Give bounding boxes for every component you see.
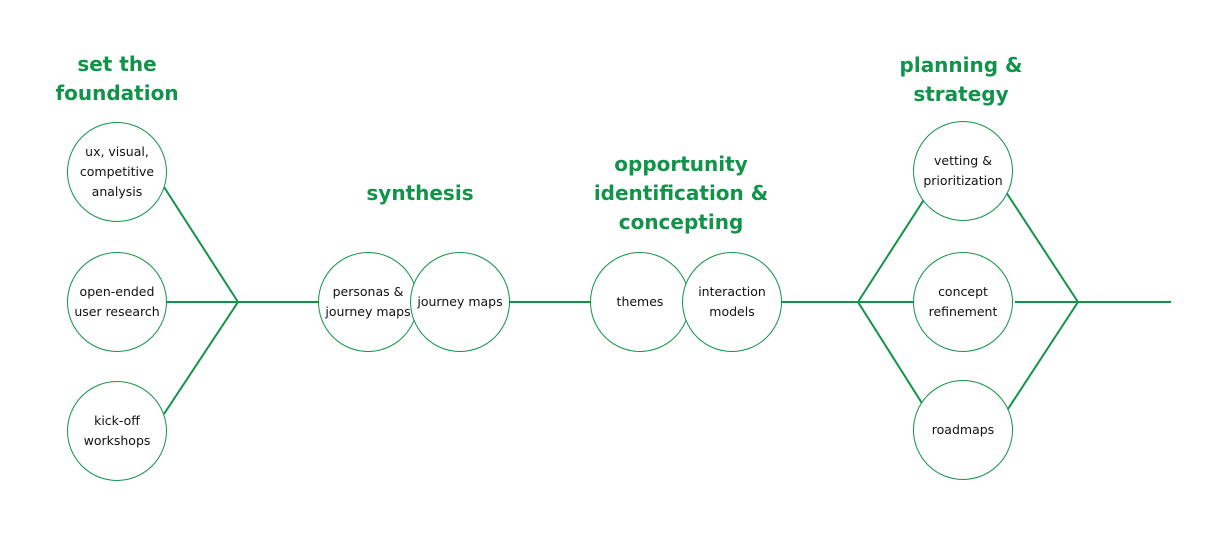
activity-node-personas: personas & journey maps bbox=[318, 252, 418, 352]
activity-node-interaction-models: interaction models bbox=[682, 252, 782, 352]
activity-label: vetting & prioritization bbox=[923, 153, 1003, 188]
activity-label: roadmaps bbox=[931, 422, 995, 437]
activity-label: themes bbox=[616, 294, 664, 309]
activity-node-themes: themes bbox=[590, 252, 690, 352]
activity-node-user-research: open-ended user research bbox=[67, 252, 167, 352]
activity-label: kick-off workshops bbox=[83, 413, 151, 448]
activity-label: personas & journey maps bbox=[325, 284, 411, 319]
activity-label: open-ended user research bbox=[74, 284, 160, 319]
phase-heading-opportunity: opportunity identification & concepting bbox=[593, 152, 769, 234]
branch-line-vetting-out bbox=[1005, 191, 1079, 303]
activity-node-kickoff-workshops: kick-off workshops bbox=[67, 381, 167, 481]
activity-label: interaction models bbox=[698, 284, 766, 319]
phase-heading-foundation: set the foundation bbox=[55, 52, 179, 105]
activity-node-journey-maps: journey maps bbox=[410, 252, 510, 352]
branch-line-workshops bbox=[163, 301, 239, 415]
branch-line-roadmaps-out bbox=[1007, 301, 1079, 410]
branch-line-roadmaps-in bbox=[857, 301, 926, 409]
phase-heading-synthesis: synthesis bbox=[366, 181, 474, 205]
activity-node-competitive-analysis: ux, visual, competitive analysis bbox=[67, 122, 167, 222]
branch-line-research bbox=[163, 186, 239, 303]
activity-label: concept refinement bbox=[928, 284, 998, 319]
activity-node-concept-refinement: concept refinement bbox=[913, 252, 1013, 352]
activity-label: journey maps bbox=[417, 294, 503, 309]
activity-node-vetting: vetting & prioritization bbox=[913, 121, 1013, 221]
activity-node-roadmaps: roadmaps bbox=[913, 380, 1013, 480]
activity-label: ux, visual, competitive analysis bbox=[79, 144, 155, 199]
phase-heading-planning: planning & strategy bbox=[899, 53, 1023, 106]
branch-line-vetting-in bbox=[857, 197, 926, 303]
